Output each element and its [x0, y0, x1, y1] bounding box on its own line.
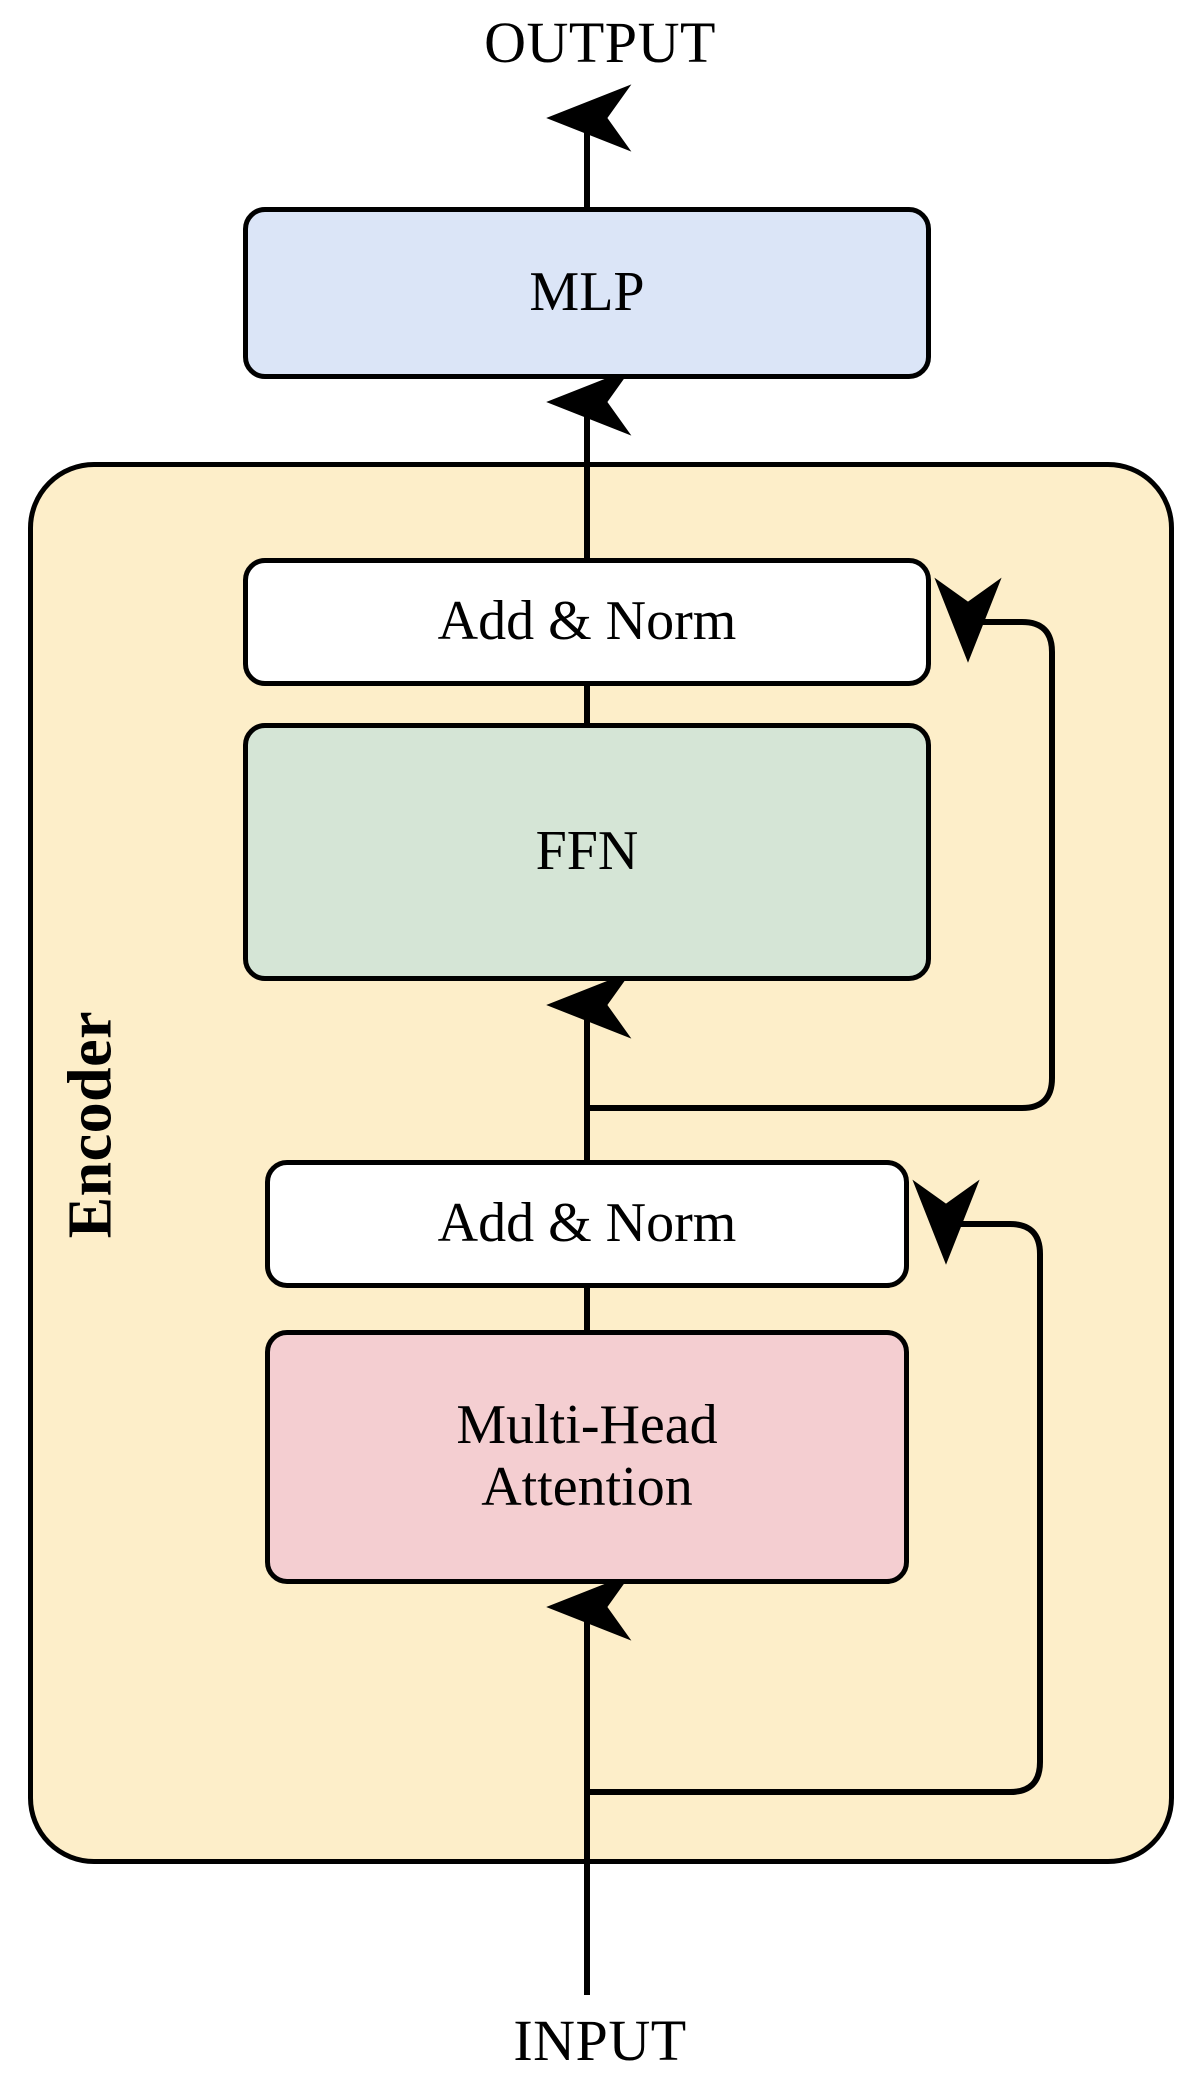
multi-head-attention-label-line2: Attention	[481, 1456, 693, 1518]
output-label: OUTPUT	[484, 10, 716, 75]
ffn-node: FFN	[243, 723, 931, 981]
multi-head-attention-label-line1: Multi-Head	[456, 1394, 718, 1457]
mlp-node: MLP	[243, 207, 931, 379]
encoder-label: Encoder	[56, 1010, 125, 1239]
add-norm-bottom-label: Add & Norm	[437, 1192, 737, 1255]
mlp-label: MLP	[529, 261, 645, 324]
add-norm-bottom-node: Add & Norm	[265, 1160, 909, 1288]
multi-head-attention-node: Multi-Head Attention	[265, 1330, 909, 1584]
add-norm-top-node: Add & Norm	[243, 558, 931, 686]
ffn-label: FFN	[535, 820, 639, 883]
add-norm-top-label: Add & Norm	[437, 590, 737, 653]
input-label: INPUT	[513, 2008, 687, 2073]
